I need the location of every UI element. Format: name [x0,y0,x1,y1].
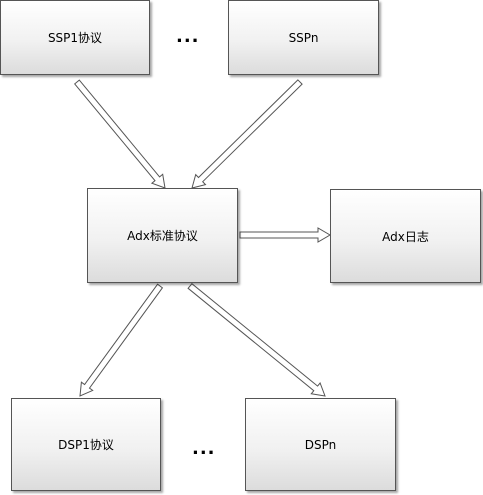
ellipsis-top: ... [176,26,200,47]
node-sspn: SSPn [228,0,379,75]
node-adx-log-label: Adx日志 [382,229,429,244]
node-adx-log: Adx日志 [330,189,481,283]
node-adx-label: Adx标准协议 [127,229,198,243]
arrow-adx-to-dspn [187,282,326,397]
node-dspn-label: DSPn [304,437,337,452]
node-adx: Adx标准协议 [87,188,238,283]
node-dsp1-label: DSP1协议 [58,438,114,452]
node-ssp1: SSP1协议 [0,0,150,75]
node-dsp1: DSP1协议 [11,398,161,491]
arrow-ssp1-to-adx [73,79,166,189]
arrow-adx-to-dsp1 [79,283,164,397]
node-sspn-label: SSPn [288,30,319,45]
node-dspn: DSPn [245,398,396,491]
arrow-sspn-to-adx [191,79,303,189]
ellipsis-bottom: ... [192,438,216,459]
node-ssp1-label: SSP1协议 [47,31,103,45]
arrow-adx-to-adx-log [239,227,331,243]
